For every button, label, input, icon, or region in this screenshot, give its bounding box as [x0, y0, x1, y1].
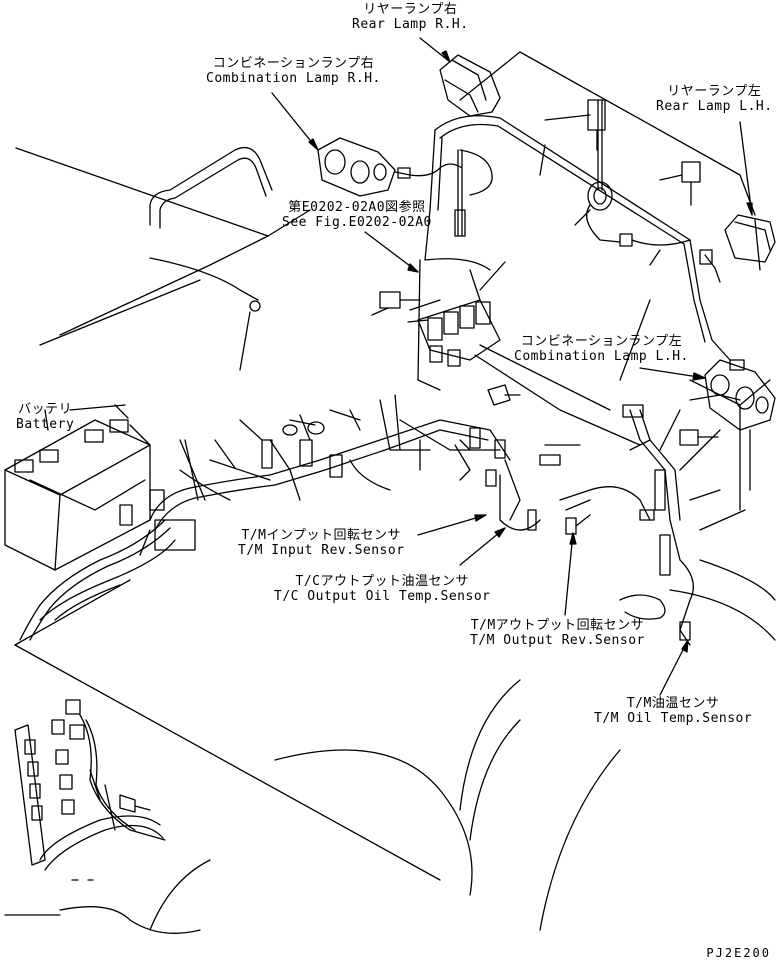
junction-bracket [372, 259, 520, 405]
label-combination-lamp-lh-en: Combination Lamp L.H. [514, 349, 689, 364]
label-tc-output-oil-temp-sensor-en: T/C Output Oil Temp.Sensor [274, 589, 491, 604]
label-see-fig-jp: 第E0202-02A0図参照 [288, 200, 426, 215]
label-combination-lamp-rh: コンビネーションランプ右 Combination Lamp R.H. [206, 56, 381, 86]
label-battery-en: Battery [16, 417, 75, 432]
label-rear-lamp-rh-jp: リヤーランプ右 [363, 2, 458, 17]
label-tm-output-rev-sensor-en: T/M Output Rev.Sensor [470, 633, 645, 648]
battery-part [5, 405, 150, 570]
sensor-pointers [365, 232, 688, 695]
rear-lamp-rh-part [420, 38, 500, 116]
combination-lamp-rh-part [272, 93, 462, 196]
transmission-harness [150, 395, 580, 530]
battery-cable [20, 440, 198, 640]
inset-detail [15, 700, 165, 870]
combination-lamp-lh-part [640, 360, 775, 430]
label-rear-lamp-lh-jp: リヤーランプ左 [667, 84, 762, 99]
label-rear-lamp-rh: リヤーランプ右 Rear Lamp R.H. [352, 2, 469, 32]
label-tc-output-oil-temp-sensor-jp: T/Cアウトプット油温センサ [295, 574, 469, 589]
drawing-code: PJ2E200 [706, 946, 771, 960]
label-see-fig-en: See Fig.E0202-02A0 [282, 215, 432, 230]
label-combination-lamp-rh-jp: コンビネーションランプ右 [212, 56, 375, 71]
label-combination-lamp-lh: コンビネーションランプ左 Combination Lamp L.H. [514, 334, 689, 364]
label-combination-lamp-rh-en: Combination Lamp R.H. [206, 71, 381, 86]
rear-harness [425, 100, 730, 360]
label-rear-lamp-lh: リヤーランプ左 Rear Lamp L.H. [656, 84, 773, 114]
label-tm-input-rev-sensor-jp: T/Mインプット回転センサ [241, 528, 402, 543]
label-battery: バッテリ Battery [16, 402, 74, 432]
label-tm-input-rev-sensor-en: T/M Input Rev.Sensor [238, 543, 405, 558]
label-tm-oil-temp-sensor-en: T/M Oil Temp.Sensor [594, 711, 753, 726]
label-tm-output-rev-sensor: T/Mアウトプット回転センサ T/M Output Rev.Sensor [470, 618, 645, 648]
label-tm-input-rev-sensor: T/Mインプット回転センサ T/M Input Rev.Sensor [238, 528, 405, 558]
label-tm-output-rev-sensor-jp: T/Mアウトプット回転センサ [470, 618, 645, 633]
rear-lamp-lh-part [700, 122, 775, 282]
label-tc-output-oil-temp-sensor: T/Cアウトプット油温センサ T/C Output Oil Temp.Senso… [274, 574, 491, 604]
sensor-cluster [560, 300, 740, 645]
label-tm-oil-temp-sensor-jp: T/M油温センサ [626, 696, 720, 711]
label-see-fig: 第E0202-02A0図参照 See Fig.E0202-02A0 [282, 200, 432, 230]
label-battery-jp: バッテリ [18, 402, 73, 417]
label-rear-lamp-lh-en: Rear Lamp L.H. [656, 99, 773, 114]
label-tm-oil-temp-sensor: T/M油温センサ T/M Oil Temp.Sensor [594, 696, 752, 726]
label-combination-lamp-lh-jp: コンビネーションランプ左 [520, 334, 683, 349]
label-rear-lamp-rh-en: Rear Lamp R.H. [352, 17, 469, 32]
